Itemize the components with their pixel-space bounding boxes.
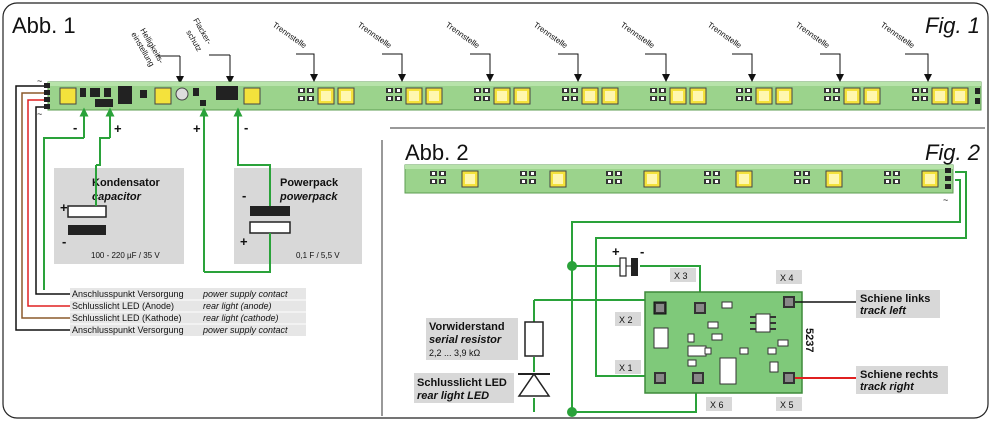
potentiometer-icon bbox=[175, 87, 189, 101]
tilde-bottom: ~ bbox=[37, 109, 42, 119]
pad-x6: X 6 bbox=[710, 400, 724, 410]
powerpack-title-en: powerpack bbox=[279, 191, 338, 203]
resistor-label-box: Vorwiderstand serial resistor 2,2 ... 3,… bbox=[426, 318, 518, 360]
pp-plus-mark: + bbox=[193, 121, 201, 136]
cap-minus-fig2: - bbox=[640, 244, 644, 259]
powerpack-plate-icon bbox=[250, 206, 290, 216]
powerpack-box: Powerpack powerpack - + 0,1 F / 5,5 V bbox=[234, 168, 362, 264]
pad-x3: X 3 bbox=[674, 271, 688, 281]
cap-plus-mark: + bbox=[114, 121, 122, 136]
cap-plus-fig2: + bbox=[612, 244, 620, 259]
trennstelle-label: Trennstelle bbox=[879, 20, 917, 50]
wire-label-table: Anschlusspunkt Versorgung power supply c… bbox=[70, 288, 306, 336]
capacitor-spec: 100 - 220 µF / 35 V bbox=[91, 251, 160, 260]
capacitor-plate-icon bbox=[68, 225, 106, 235]
capacitor-plus: + bbox=[60, 200, 68, 215]
powerpack-title-de: Powerpack bbox=[280, 177, 339, 189]
powerpack-spec: 0,1 F / 5,5 V bbox=[296, 251, 340, 260]
pad-x1: X 1 bbox=[619, 363, 633, 373]
resistor-label-en: serial resistor bbox=[429, 334, 502, 346]
led-label-box: Schlusslicht LED rear light LED bbox=[414, 373, 514, 403]
capacitor-plate-icon bbox=[67, 205, 107, 218]
trennstelle-label: Trennstelle bbox=[706, 20, 744, 50]
wire-label-en: rear light (anode) bbox=[203, 301, 272, 311]
led-strip-fig1 bbox=[44, 81, 982, 111]
part-number: 5237 bbox=[803, 328, 815, 352]
pad-x4: X 4 bbox=[780, 273, 794, 283]
track-left-label: Schiene links track left bbox=[856, 290, 940, 318]
trennstelle-label: Trennstelle bbox=[444, 20, 482, 50]
led-diode-icon bbox=[517, 372, 551, 397]
junction-dot bbox=[567, 407, 577, 417]
capacitor-box: Kondensator capacitor + - 100 - 220 µF /… bbox=[54, 168, 184, 264]
track-right-de: Schiene rechts bbox=[860, 369, 938, 381]
capacitor-title-en: capacitor bbox=[92, 191, 142, 203]
fig1-title-en: Fig. 1 bbox=[925, 13, 980, 38]
resistor-label-de: Vorwiderstand bbox=[429, 321, 505, 333]
wire-label-de: Anschlusspunkt Versorgung bbox=[72, 325, 184, 335]
wire-label-de: Schlusslicht LED (Kathode) bbox=[72, 313, 182, 323]
resistor-icon bbox=[524, 321, 544, 357]
led-strip-fig2 bbox=[404, 164, 954, 194]
powerpack-plus: + bbox=[240, 234, 248, 249]
wire-label-en: power supply contact bbox=[202, 325, 288, 335]
track-left-en: track left bbox=[860, 305, 907, 317]
fig1-title-de: Abb. 1 bbox=[12, 13, 76, 38]
pad-labels: X 2 X 1 X 3 X 4 X 6 X 5 bbox=[615, 268, 802, 411]
powerpack-minus: - bbox=[242, 188, 246, 203]
junction-dot bbox=[567, 261, 577, 271]
trennstelle-label: Trennstelle bbox=[271, 20, 309, 50]
led-label-de: Schlusslicht LED bbox=[417, 377, 507, 389]
wire-label-en: power supply contact bbox=[202, 289, 288, 299]
powerpack-plate-icon bbox=[249, 221, 291, 234]
separation-labels: Trennstelle Trennstelle Trennstelle Tren… bbox=[271, 20, 917, 50]
fig2-title-de: Abb. 2 bbox=[405, 140, 469, 165]
pp-minus-mark: - bbox=[244, 120, 248, 135]
trennstelle-label: Trennstelle bbox=[356, 20, 394, 50]
capacitor-symbol-fig2: + - bbox=[612, 244, 644, 277]
resistor-value: 2,2 ... 3,9 kΩ bbox=[429, 348, 481, 358]
wire-label-en: rear light (cathode) bbox=[203, 313, 279, 323]
wire-label-de: Anschlusspunkt Versorgung bbox=[72, 289, 184, 299]
trennstelle-label: Trennstelle bbox=[532, 20, 570, 50]
decoder-pcb: 5237 bbox=[644, 291, 815, 394]
outer-frame bbox=[2, 2, 989, 419]
track-right-label: Schiene rechts track right bbox=[856, 366, 948, 394]
fig2-title-en: Fig. 2 bbox=[925, 140, 980, 165]
led-label-en: rear light LED bbox=[417, 390, 489, 402]
track-left-de: Schiene links bbox=[860, 293, 930, 305]
trennstelle-label: Trennstelle bbox=[619, 20, 657, 50]
cap-minus-mark: - bbox=[73, 120, 77, 135]
fig2-tilde: ~ bbox=[943, 195, 948, 205]
fuse-icon bbox=[216, 86, 238, 100]
trennstelle-label: Trennstelle bbox=[794, 20, 832, 50]
tilde-top: ~ bbox=[37, 76, 42, 86]
capacitor-minus: - bbox=[62, 234, 66, 249]
wire-label-de: Schlusslicht LED (Anode) bbox=[72, 301, 174, 311]
capacitor-title-de: Kondensator bbox=[92, 177, 161, 189]
pad-x5: X 5 bbox=[780, 400, 794, 410]
track-right-en: track right bbox=[860, 381, 915, 393]
pad-x2: X 2 bbox=[619, 315, 633, 325]
